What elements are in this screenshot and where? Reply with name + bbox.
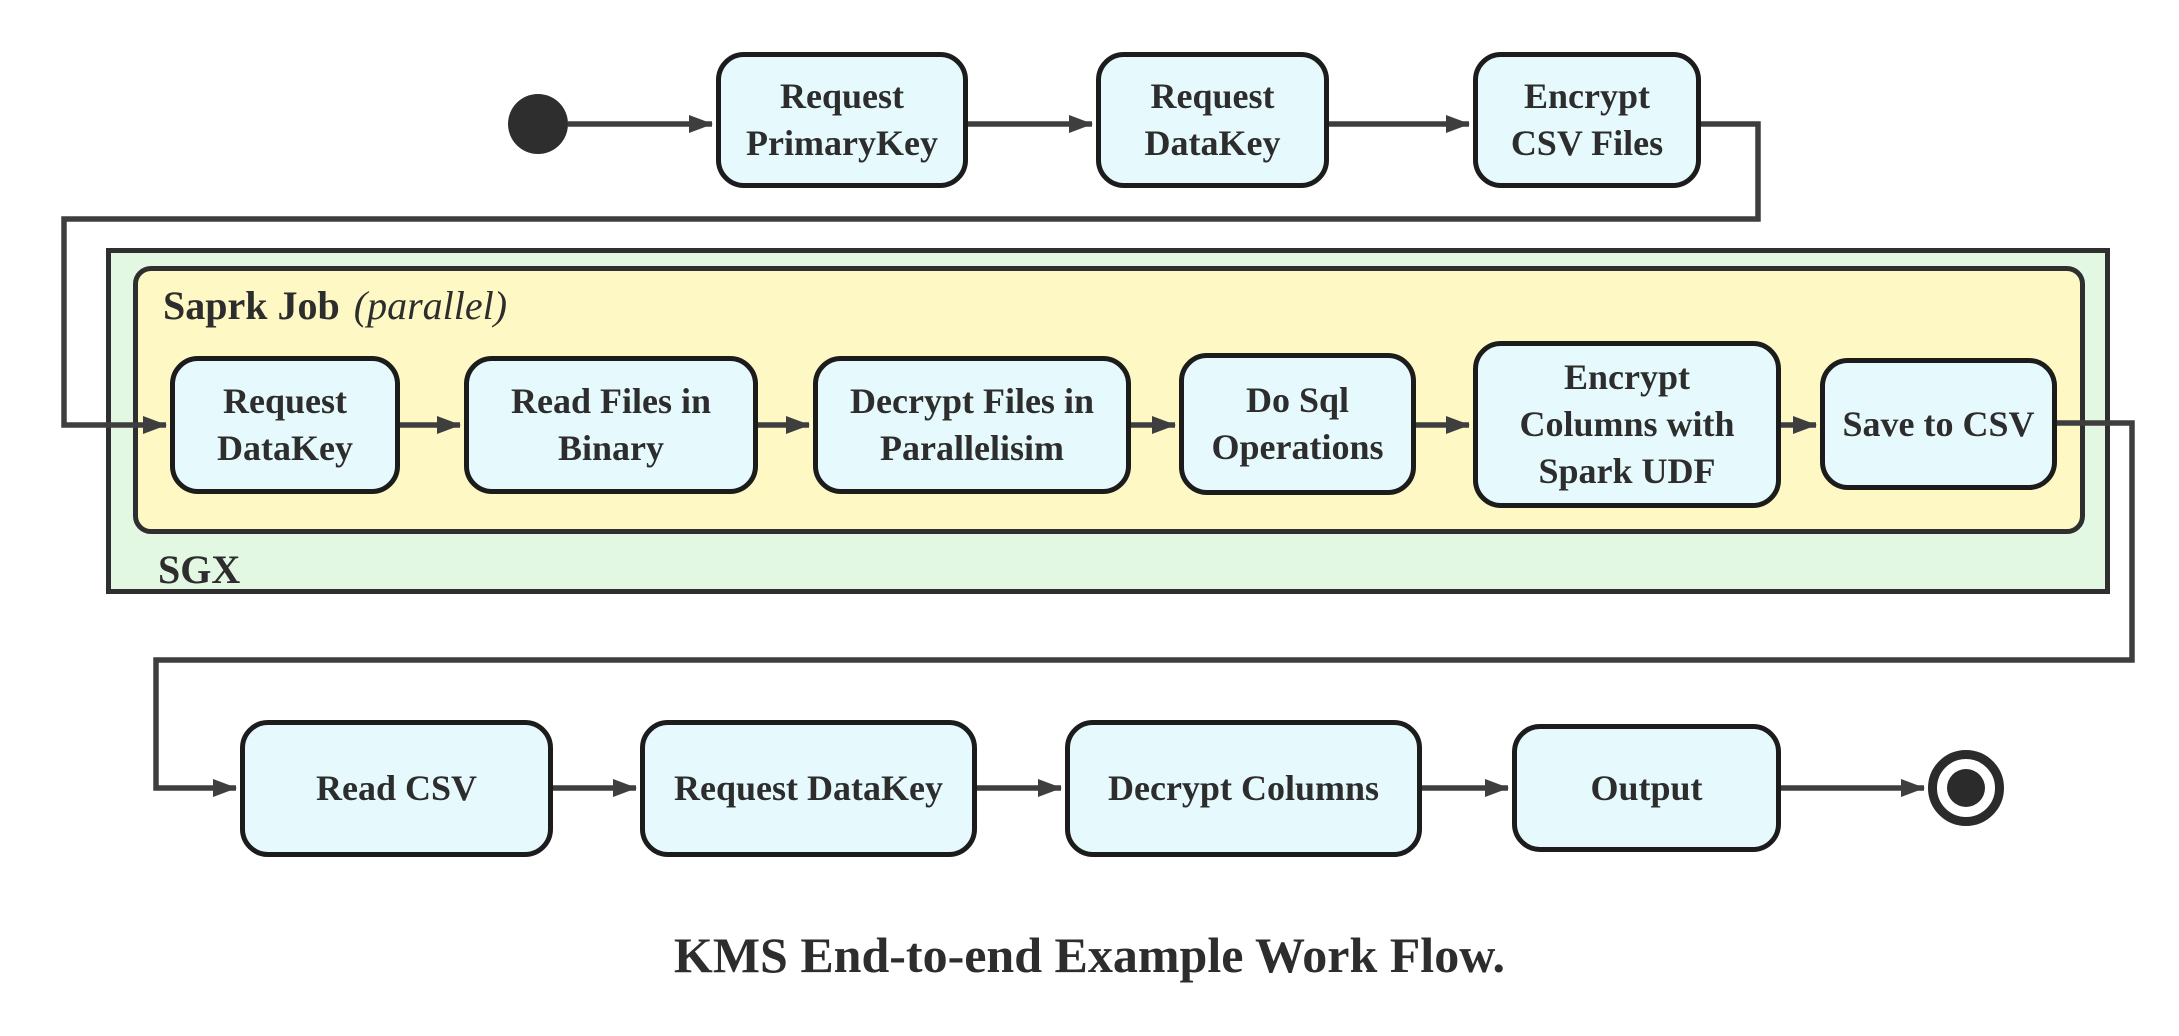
node-request-datakey-bottom: Request DataKey	[640, 720, 977, 857]
node-label: Decrypt Files in Parallelisim	[850, 381, 1094, 468]
node-label: Encrypt CSV Files	[1510, 76, 1664, 163]
node-decrypt-files-in-parallelisim: Decrypt Files in Parallelisim	[813, 356, 1131, 494]
node-label: Output	[1590, 767, 1703, 808]
diagram-caption: KMS End-to-end Example Work Flow.	[673, 927, 1506, 983]
spark-job-title-text: Saprk Job	[163, 283, 340, 328]
node-encrypt-columns-with-spark-udf: Encrypt Columns with Spark UDF	[1473, 341, 1781, 508]
node-label: Request PrimaryKey	[746, 76, 938, 163]
spark-job-title: Saprk Job (parallel)	[163, 282, 507, 329]
node-request-datakey-spark: Request DataKey	[170, 356, 400, 494]
node-label: Decrypt Columns	[1108, 768, 1379, 809]
node-label: Request DataKey	[1144, 76, 1281, 163]
node-label: Read Files in Binary	[510, 381, 711, 468]
node-label: Encrypt Columns with Spark UDF	[1519, 357, 1735, 491]
node-request-primarykey: Request PrimaryKey	[716, 52, 968, 188]
node-save-to-csv: Save to CSV	[1820, 358, 2057, 490]
node-read-files-in-binary: Read Files in Binary	[464, 356, 758, 494]
node-label: Request DataKey	[674, 768, 943, 809]
node-label: Request DataKey	[217, 381, 353, 468]
node-encrypt-csv-files: Encrypt CSV Files	[1473, 52, 1701, 188]
node-label: Do Sql Operations	[1211, 380, 1384, 467]
node-decrypt-columns: Decrypt Columns	[1065, 720, 1422, 857]
final-state-inner-dot	[1947, 769, 1985, 807]
node-output: Output	[1512, 724, 1781, 852]
final-state-icon	[1928, 750, 2004, 826]
node-label: Save to CSV	[1842, 403, 2035, 444]
node-request-datakey-top: Request DataKey	[1096, 52, 1329, 188]
node-do-sql-operations: Do Sql Operations	[1179, 353, 1416, 495]
spark-job-parallel-note: (parallel)	[353, 283, 508, 328]
node-read-csv: Read CSV	[240, 720, 553, 857]
initial-state-icon	[508, 94, 568, 154]
sgx-label: SGX	[158, 547, 241, 592]
node-label: Read CSV	[315, 768, 477, 809]
